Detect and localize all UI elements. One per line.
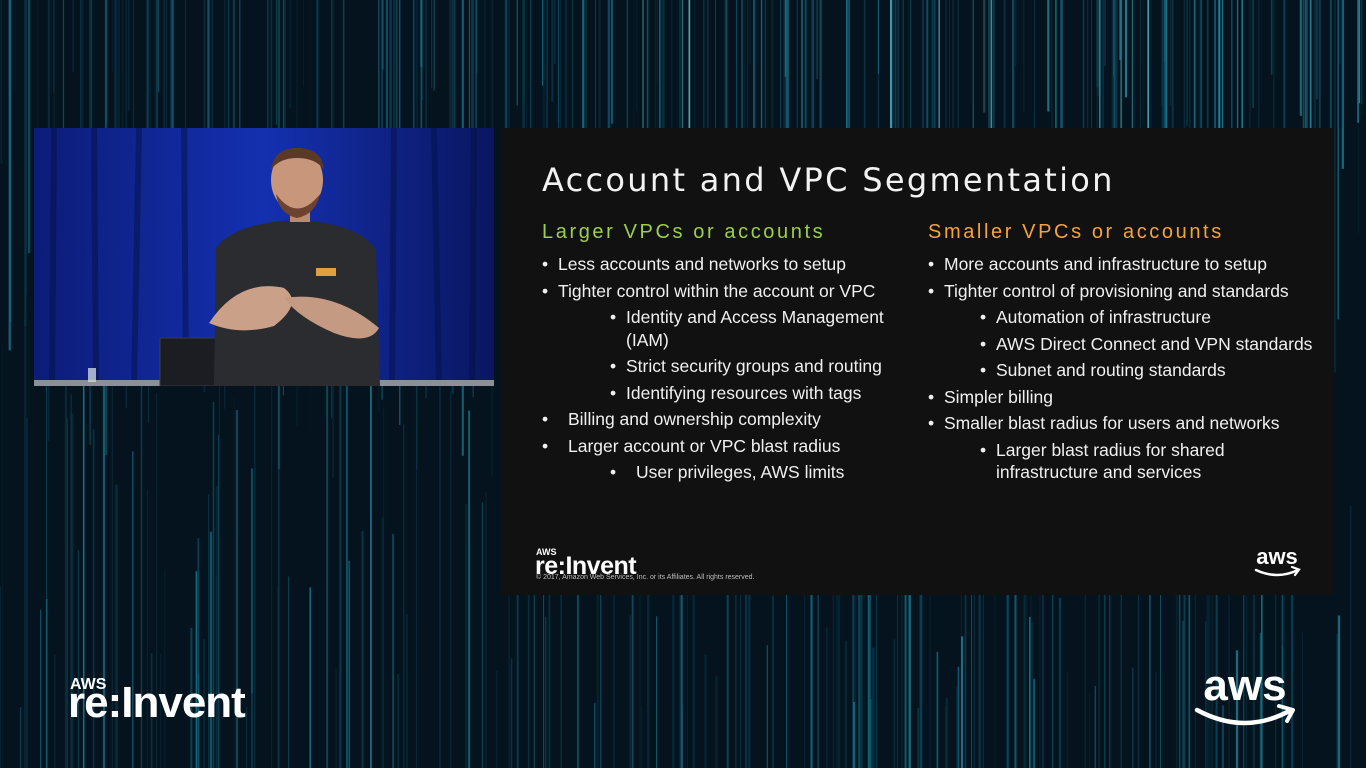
right-bullet-list: More accounts and infrastructure to setu…: [928, 253, 1328, 484]
list-item: Less accounts and networks to setup: [542, 253, 902, 276]
speaker-video: [34, 128, 494, 386]
list-item: Tighter control of provisioning and stan…: [928, 280, 1328, 303]
smile-arrow-head-icon: [1277, 704, 1295, 723]
list-item: Billing and ownership complexity: [542, 408, 902, 431]
list-item: Simpler billing: [928, 386, 1328, 409]
list-item: Automation of infrastructure: [928, 306, 1328, 329]
left-bullet-list: Less accounts and networks to setup Tigh…: [542, 253, 902, 484]
copyright-notice: © 2017, Amazon Web Services, Inc. or its…: [536, 574, 755, 581]
event-logo-aws-label: AWS: [70, 676, 107, 693]
presentation-slide: Account and VPC Segmentation Larger VPCs…: [501, 128, 1334, 595]
right-column: Smaller VPCs or accounts More accounts a…: [928, 220, 1328, 488]
list-item: Smaller blast radius for users and netwo…: [928, 412, 1328, 435]
left-column: Larger VPCs or accounts Less accounts an…: [542, 220, 902, 488]
event-reinvent-logo: AWS re:Invent: [68, 676, 270, 727]
smile-arrow-icon: [1254, 568, 1300, 577]
list-item: Subnet and routing standards: [928, 359, 1328, 382]
list-item: Larger blast radius for shared infrastru…: [928, 439, 1328, 484]
corner-aws-logo: aws: [1194, 666, 1295, 726]
event-logo-reinvent-text: re:Invent: [68, 678, 246, 727]
smile-arrow-icon: [1194, 707, 1294, 726]
slide-title: Account and VPC Segmentation: [542, 161, 1115, 199]
slide-logo-aws-label: AWS: [536, 547, 557, 557]
list-item: Tighter control within the account or VP…: [542, 280, 902, 303]
list-item: Identity and Access Management (IAM): [542, 306, 902, 351]
slide-aws-logo: aws: [1254, 544, 1301, 577]
slide-aws-logo-text: aws: [1256, 544, 1298, 569]
list-item: User privileges, AWS limits: [542, 461, 902, 484]
list-item: Identifying resources with tags: [542, 382, 902, 405]
smile-arrow-head-icon: [1290, 565, 1301, 577]
left-column-heading: Larger VPCs or accounts: [542, 221, 826, 243]
list-item: Strict security groups and routing: [542, 355, 902, 378]
corner-aws-logo-text: aws: [1203, 666, 1286, 710]
list-item: More accounts and infrastructure to setu…: [928, 253, 1328, 276]
right-column-heading: Smaller VPCs or accounts: [928, 221, 1224, 243]
list-item: Larger account or VPC blast radius: [542, 435, 902, 458]
list-item: AWS Direct Connect and VPN standards: [928, 333, 1328, 356]
slide-logo-reinvent-text: re:Invent: [535, 552, 637, 580]
